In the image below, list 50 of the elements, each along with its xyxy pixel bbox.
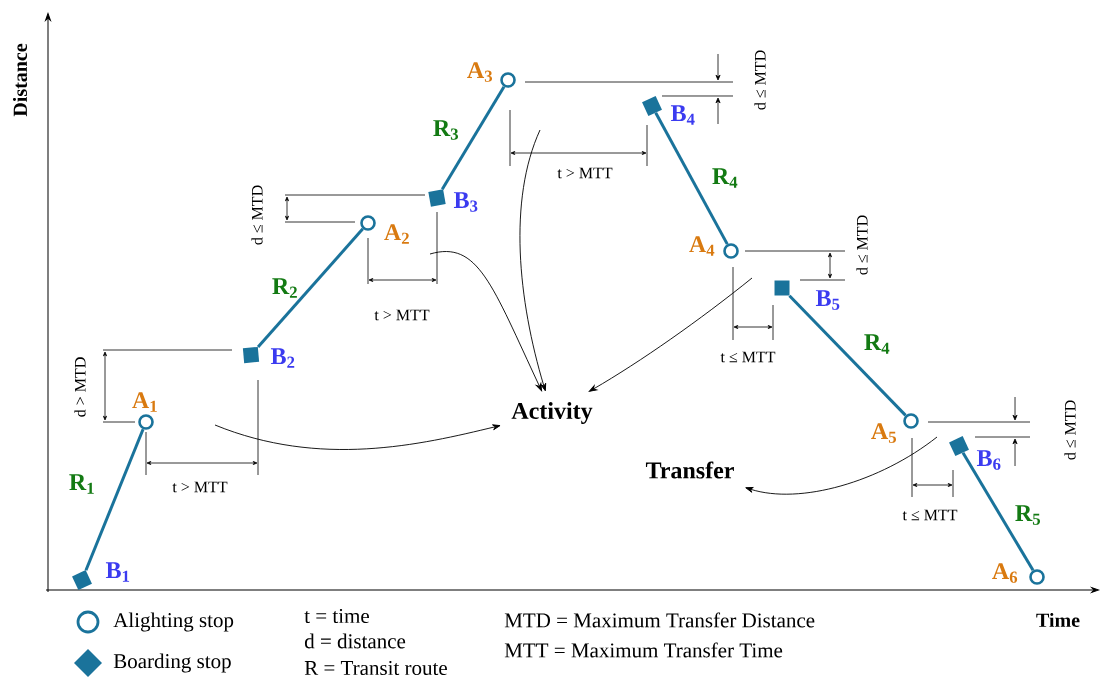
legend-text: R = Transit route [304,660,447,676]
stop-label: A$_{4}$ [689,236,715,256]
route-label: R$_{5}$ [1015,505,1040,525]
stop-label: A$_{3}$ [467,62,493,82]
legend-text: Boarding stop [113,653,231,673]
route-label: R$_{3}$ [433,120,459,140]
dimension-label: d ≤ MTD [754,50,766,110]
route-line [84,428,145,571]
stop-label: A$_{1}$ [132,392,157,412]
activity-label: Activity [511,402,593,424]
dimension-label: d ≤ MTD [251,185,263,245]
route-label: R$_{1}$ [69,474,94,494]
route-label: R$_{2}$ [272,278,297,298]
stop-label: B$_{5}$ [815,290,840,310]
stop-label: B$_{6}$ [976,450,1001,470]
dimension-label: t ≤ MTT [720,351,776,363]
curved-arrow [429,251,543,392]
legend-text: MTD = Maximum Transfer Distance [504,612,815,628]
legend-text: t = time [304,608,369,624]
route-line [961,451,1035,572]
route-line [256,227,364,349]
dimension-label: t > MTT [374,309,430,321]
activity-label: Transfer [645,461,734,479]
route-line [440,85,506,191]
route-line [788,294,907,417]
axis-title: Distance [12,43,28,117]
axis-title: Time [1036,612,1080,628]
route-label: R$_{4}$ [712,168,738,188]
stop-label: B$_{1}$ [105,562,130,582]
dimension-label: d > MTD [74,357,86,417]
curved-arrow [519,129,547,392]
stop-label: B$_{3}$ [453,192,478,212]
stop-label: A$_{6}$ [992,563,1018,583]
legend-text: MTT = Maximum Transfer Time [504,642,783,658]
legend-text: d = distance [304,633,406,649]
route-label: R$_{4}$ [864,334,890,354]
dimension-label: d ≤ MTD [1064,400,1076,460]
legend-text: Alighting stop [113,612,234,632]
curved-arrow [214,424,501,450]
curved-arrow [745,436,938,495]
stop-label: A$_{2}$ [384,224,409,244]
stop-label: A$_{5}$ [871,423,896,443]
stop-label: B$_{2}$ [270,348,295,368]
dimension-label: t ≤ MTT [902,509,958,521]
route-line [654,112,729,245]
stop-label: B$_{4}$ [670,105,695,125]
dimension-label: t > MTT [557,167,613,179]
dimension-label: t > MTT [172,481,228,493]
dimension-label: d ≤ MTD [856,215,868,275]
curved-arrow [588,277,753,392]
